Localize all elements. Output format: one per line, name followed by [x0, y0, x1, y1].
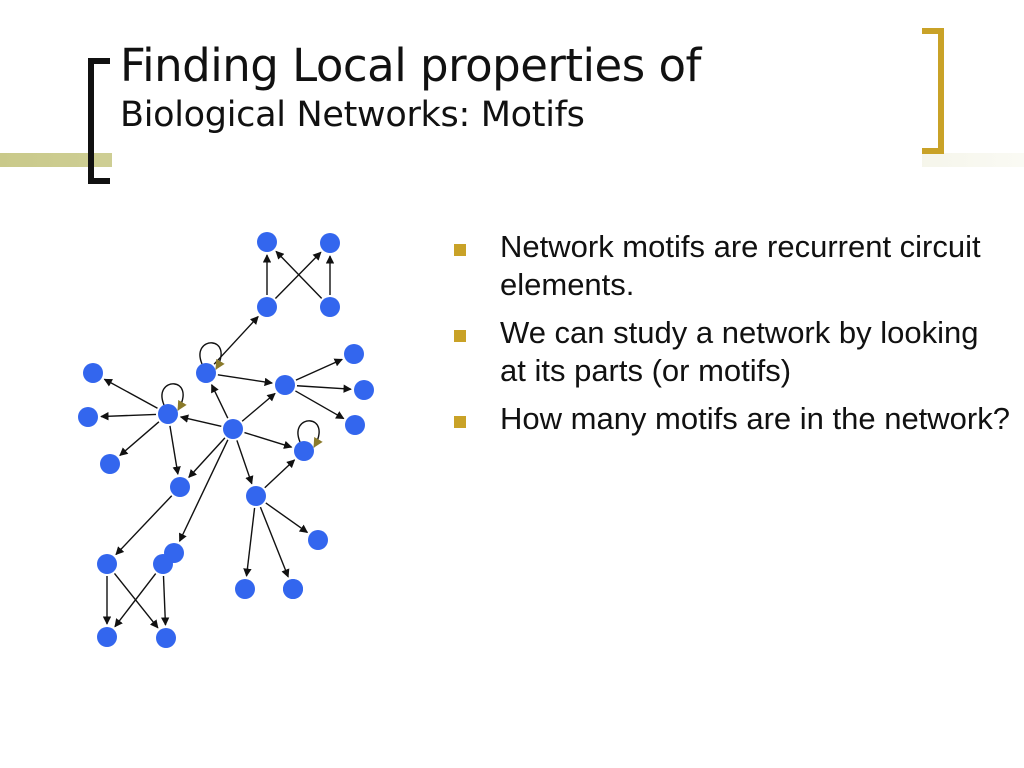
- edge-n17-n25: [259, 506, 290, 578]
- edge-n7-n9: [295, 390, 345, 420]
- node-n10: [83, 363, 103, 383]
- edge-n6-n7: [217, 374, 273, 387]
- edge-n11-n10: [103, 378, 158, 409]
- bullet-text: Network motifs are recurrent circuit ele…: [500, 229, 981, 302]
- bullet-item: Network motifs are recurrent circuit ele…: [450, 228, 1010, 304]
- bullet-text: How many motifs are in the network?: [500, 401, 1010, 436]
- node-n17: [246, 486, 266, 506]
- edge-n14-n16: [188, 437, 226, 479]
- node-n9: [345, 415, 365, 435]
- node-n12: [78, 407, 98, 427]
- self-loop-n15: [297, 420, 323, 448]
- edge-n11-n16: [169, 425, 181, 476]
- gold-square-bullet-icon: [454, 416, 466, 428]
- node-n5: [344, 344, 364, 364]
- edge-n17-n24: [243, 507, 256, 577]
- self-loop-n11: [161, 383, 187, 411]
- title-band-gap: [112, 150, 922, 170]
- node-n13: [100, 454, 120, 474]
- edge-n11-n13: [119, 421, 160, 457]
- edge-n11-n12: [100, 412, 157, 421]
- edge-n7-n8: [296, 384, 352, 393]
- slide-title-line-2: Biological Networks: Motifs: [120, 95, 585, 135]
- node-n16: [170, 477, 190, 497]
- node-n8: [354, 380, 374, 400]
- slide-title: Finding Local properties of Biological N…: [120, 40, 910, 138]
- edge-n14-n15: [244, 431, 293, 449]
- node-n14: [223, 419, 243, 439]
- edge-n7-n5: [295, 358, 343, 381]
- gold-square-bullet-icon: [454, 330, 466, 342]
- right-bracket-decoration: [922, 28, 944, 154]
- node-n15: [294, 441, 314, 461]
- bullet-text: We can study a network by looking at its…: [500, 315, 979, 388]
- edge-n14-n17: [236, 440, 254, 485]
- edge-n16-n19: [115, 495, 173, 556]
- network-motif-diagram: [78, 232, 374, 648]
- edge-n14-n6: [211, 383, 229, 419]
- edge-layer: [100, 250, 352, 629]
- edge-n14-n11: [179, 414, 222, 427]
- slide-title-line-1: Finding Local properties of: [120, 39, 701, 92]
- node-n6: [196, 363, 216, 383]
- gold-square-bullet-icon: [454, 244, 466, 256]
- node-n18: [308, 530, 328, 550]
- node-n23: [156, 628, 176, 648]
- node-n22: [164, 543, 184, 563]
- edge-n17-n18: [265, 502, 309, 534]
- node-n2: [320, 233, 340, 253]
- node-n26: [283, 579, 303, 599]
- node-n24: [235, 579, 255, 599]
- self-loop-n6: [199, 342, 225, 370]
- node-n3: [257, 297, 277, 317]
- edge-n19-n23: [113, 572, 159, 629]
- edge-n3-n2: [274, 251, 322, 299]
- self-loop-layer: [161, 342, 323, 448]
- node-n11: [158, 404, 178, 424]
- node-n19: [97, 554, 117, 574]
- node-layer: [78, 232, 374, 648]
- node-n4: [320, 297, 340, 317]
- bullet-list: Network motifs are recurrent circuit ele…: [450, 228, 1010, 448]
- node-n1: [257, 232, 277, 252]
- node-n21: [97, 627, 117, 647]
- edge-n20-n23: [160, 575, 170, 626]
- bullet-item: How many motifs are in the network?: [450, 400, 1010, 438]
- node-n7: [275, 375, 295, 395]
- left-bracket-decoration: [88, 58, 110, 184]
- bullet-item: We can study a network by looking at its…: [450, 314, 1010, 390]
- edge-n20-n21: [114, 573, 157, 628]
- edge-n14-n7: [241, 392, 276, 422]
- edge-n4-n1: [275, 250, 323, 299]
- edge-n17-n15: [264, 459, 296, 489]
- edge-n14-n22: [178, 439, 229, 543]
